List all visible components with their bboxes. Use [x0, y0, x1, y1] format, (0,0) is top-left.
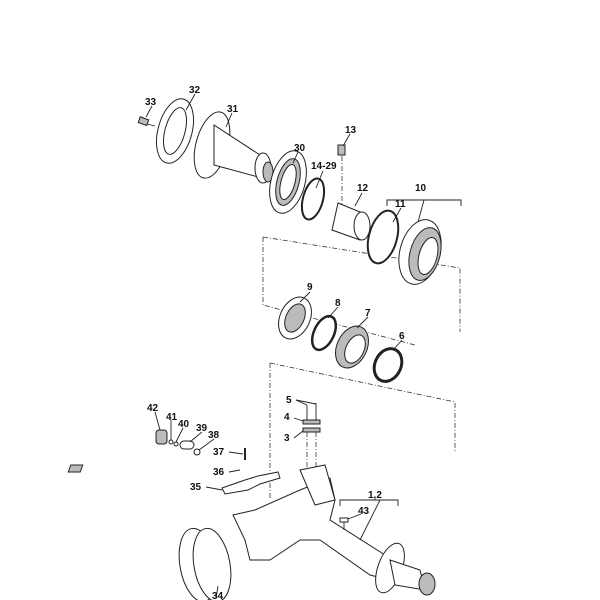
part-1-2-axle-housing [232, 464, 436, 596]
label-36: 36 [213, 467, 225, 478]
part-38-42-breather [155, 429, 201, 456]
part-10-bearing [398, 219, 442, 285]
label-32: 32 [189, 85, 201, 96]
part-43-plug [339, 517, 349, 530]
label-6: 6 [399, 331, 405, 342]
part-9-bearing [278, 296, 312, 340]
assembly-boundary-lower [269, 362, 456, 500]
label-4: 4 [284, 412, 290, 423]
part-34-brake-ring [178, 527, 232, 600]
part-6-ring [372, 347, 404, 383]
label-8: 8 [335, 298, 341, 309]
label-37: 37 [213, 447, 225, 458]
part-14-29-shim [300, 177, 326, 221]
label-42: 42 [147, 403, 159, 414]
label-5: 5 [286, 395, 292, 406]
label-40: 40 [178, 419, 190, 430]
label-35: 35 [190, 482, 202, 493]
label-7: 7 [365, 308, 371, 319]
label-10: 10 [415, 183, 427, 194]
part-30-bearing [269, 150, 307, 214]
label-9: 9 [307, 282, 313, 293]
part-32-gasket [155, 98, 195, 164]
part-35-bracket [221, 471, 281, 495]
label-12: 12 [357, 183, 369, 194]
part-11-ring [366, 209, 400, 265]
label-11: 11 [395, 199, 406, 210]
label-34: 34 [212, 591, 224, 600]
part-3-4-5-fasteners [302, 403, 321, 470]
label-38: 38 [208, 430, 220, 441]
label-3: 3 [284, 433, 290, 444]
label-43: 43 [358, 506, 370, 517]
part-8-ring [310, 314, 338, 352]
label-39: 39 [196, 423, 208, 434]
part-12-sleeve [331, 202, 371, 241]
part-7-gear [335, 325, 369, 369]
label-30: 30 [294, 143, 306, 154]
label-1-2: 1,2 [368, 490, 382, 501]
label-31: 31 [227, 104, 239, 115]
label-13: 13 [345, 125, 357, 136]
part-36-plate [67, 464, 84, 473]
part-33-bolt [137, 116, 156, 127]
label-14-29: 14-29 [311, 161, 337, 172]
part-13-plug [337, 144, 346, 205]
part-31-spindle [193, 111, 274, 184]
label-41: 41 [166, 412, 178, 423]
label-33: 33 [145, 97, 157, 108]
leader-lines [145, 93, 462, 599]
